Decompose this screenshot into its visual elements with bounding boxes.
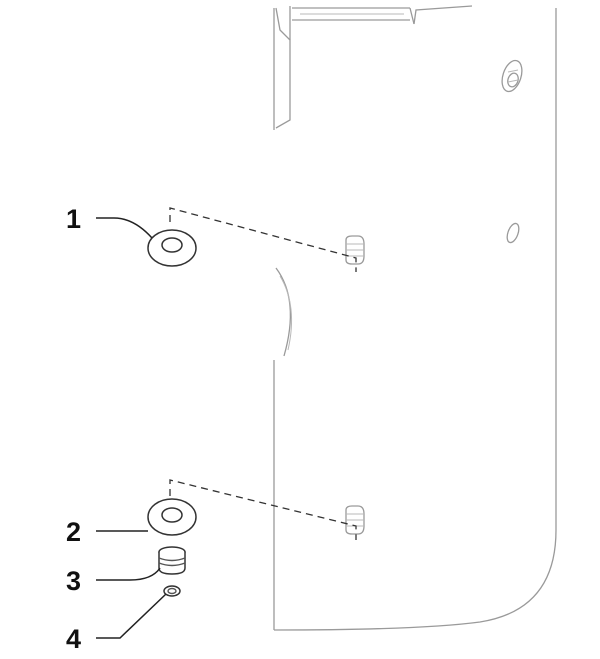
callout-3-leader <box>96 567 161 581</box>
lower-alignment-line <box>169 479 357 540</box>
callout-1-leader <box>96 217 153 239</box>
callout-2: 2 <box>66 517 81 547</box>
callout-1: 1 <box>66 204 81 234</box>
lower-tank-port-icon <box>345 505 365 535</box>
callout-4-leader <box>96 593 167 639</box>
lower-washer-icon <box>147 498 197 536</box>
drain-plug-icon <box>158 546 186 575</box>
o-ring-icon <box>163 585 181 597</box>
sensor-opening-icon <box>506 222 520 244</box>
water-heater-tank <box>273 5 557 631</box>
upper-washer-icon <box>147 229 197 267</box>
callout-3: 3 <box>66 566 81 596</box>
thermostat-knob-icon <box>501 59 523 93</box>
upper-alignment-line <box>169 207 357 272</box>
upper-tank-port-icon <box>345 235 365 265</box>
callout-4: 4 <box>66 624 81 654</box>
